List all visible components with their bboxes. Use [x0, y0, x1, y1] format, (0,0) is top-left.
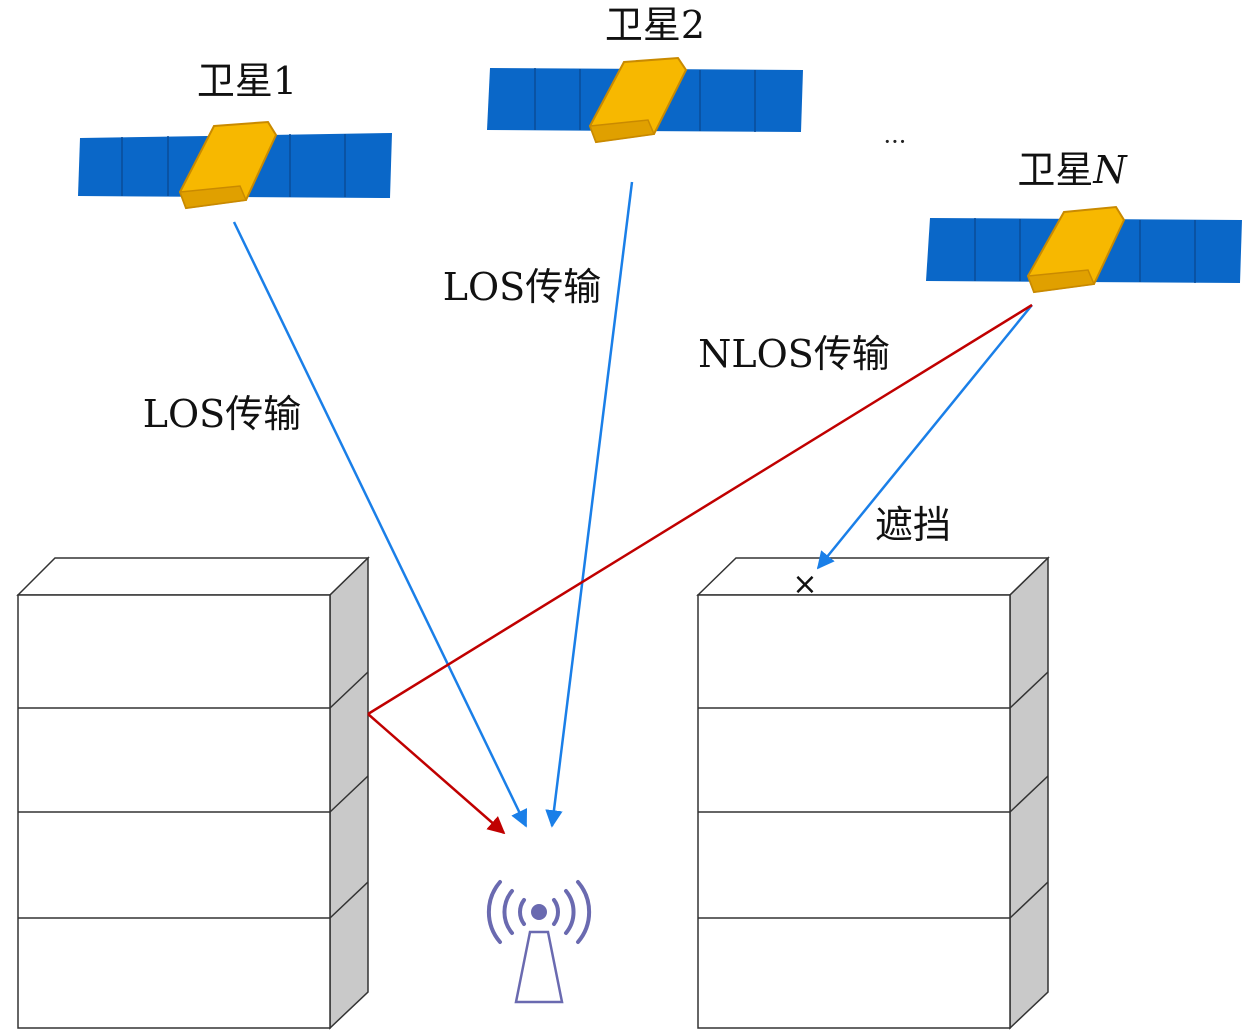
blocked-path-satN [816, 304, 1033, 570]
los-label-2: LOS传输 [443, 265, 601, 309]
building-right [696, 556, 1050, 1030]
los-label-1: LOS传输 [143, 392, 301, 436]
satellite-body-icon [178, 120, 278, 210]
blocked-label: 遮挡 [875, 503, 951, 547]
satellite-1-label: 卫星1 [197, 59, 297, 103]
more-satellites-ellipsis: ··· [884, 128, 907, 156]
satellite-body-icon [1026, 205, 1126, 294]
block-mark: × [792, 567, 817, 602]
satellite-2-label: 卫星2 [605, 3, 705, 47]
satellite-n [926, 205, 1242, 294]
satellite-body-icon [588, 56, 688, 144]
nlos-reflected-path [367, 713, 506, 835]
los-path-sat1 [232, 221, 528, 828]
satellite-1 [78, 120, 392, 210]
satellite-2 [487, 56, 803, 144]
building-left [16, 556, 370, 1030]
nlos-label: NLOS传输 [698, 332, 890, 376]
satellite-n-label: 卫星N [1017, 148, 1128, 192]
los-path-sat2 [545, 181, 634, 828]
nlos-path-satN [367, 303, 1033, 716]
antenna-tower-icon [486, 880, 592, 1004]
